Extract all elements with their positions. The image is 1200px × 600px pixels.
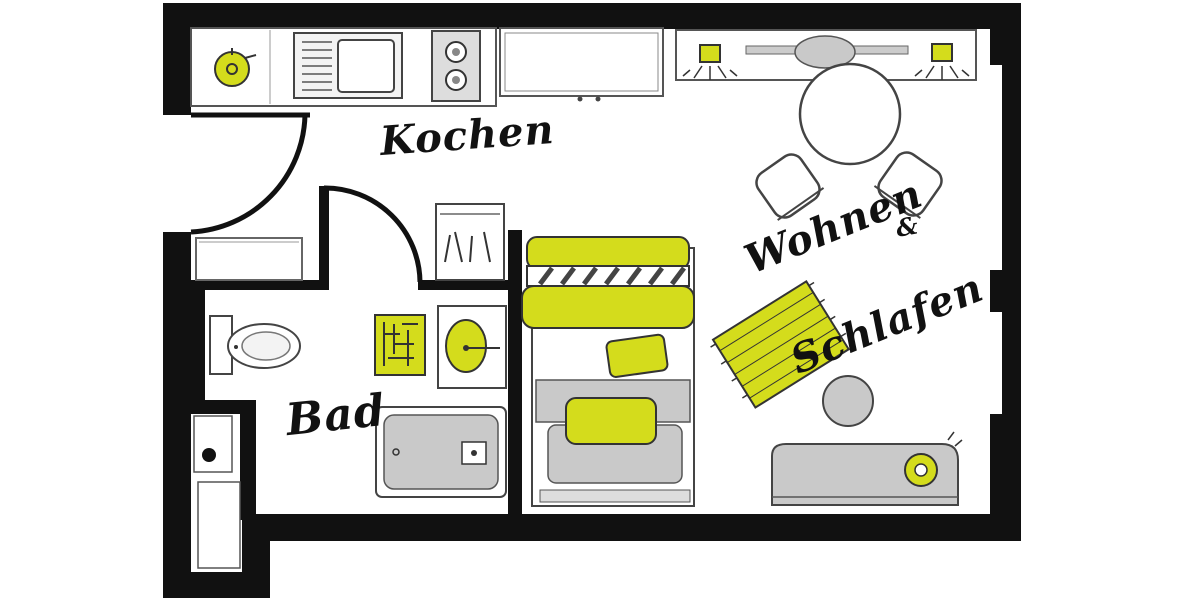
- sink-icon: [293, 32, 403, 99]
- cabinet: [499, 27, 664, 102]
- wall-lamp-icon: [682, 44, 738, 80]
- shoe-cabinet: [195, 237, 303, 281]
- washbasin-icon: [437, 305, 507, 389]
- bathtub-icon: [375, 406, 507, 498]
- chair-icon: [873, 151, 943, 219]
- room-label-bath: Bad: [283, 384, 388, 447]
- kitchen-counter: [190, 27, 497, 107]
- door-swing-icon: [190, 112, 310, 235]
- chair-icon: [755, 153, 825, 221]
- plant-icon: [214, 48, 257, 87]
- outer-walls: [163, 3, 1021, 598]
- laundry-rack: [435, 203, 505, 281]
- toilet-icon: [209, 315, 301, 375]
- bathroom-walls: [191, 186, 522, 520]
- bed-icon: [521, 236, 695, 507]
- sofa-icon: [771, 431, 963, 506]
- pillow-icon: [565, 397, 657, 445]
- pouf-icon: [822, 375, 874, 427]
- wall-shelf: [675, 29, 977, 81]
- blanket-icon: [521, 236, 695, 329]
- pillow-icon: [605, 333, 669, 378]
- stove-icon: [431, 30, 481, 102]
- room-label-ampersand: &: [893, 210, 922, 243]
- round-table-icon: [798, 62, 902, 166]
- bathroom-door-swing-icon: [323, 185, 423, 283]
- wall-lamp-icon: [914, 43, 970, 80]
- flower-icon: [904, 453, 938, 487]
- bath-mat-icon: [374, 314, 426, 376]
- shower-niche: [193, 415, 241, 569]
- rug-icon: [710, 280, 851, 409]
